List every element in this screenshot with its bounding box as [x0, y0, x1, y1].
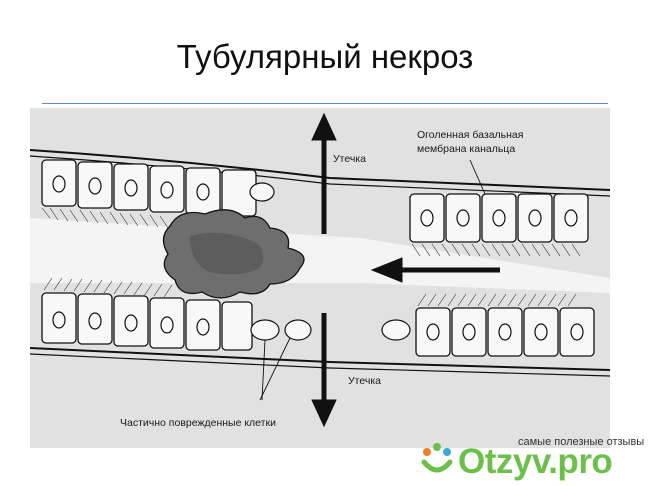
label-membrane-line2: мембрана канальца [417, 143, 515, 155]
watermark-brand: Otzyv.pro [458, 442, 613, 481]
label-membrane-line1: Оголенная базальная [417, 129, 523, 141]
upper-right-cells [409, 193, 589, 243]
upper-left-cells [41, 159, 257, 217]
otzyv-watermark[interactable]: самые полезные отзывы Otzyv.pro [418, 436, 650, 486]
brush-border-upper-right [411, 243, 581, 257]
brush-border-lower-left [43, 277, 173, 298]
brush-border-lower-right [417, 293, 577, 307]
lower-right-nuclei [426, 323, 584, 341]
basement-membrane-bottom [30, 347, 610, 377]
otzyv-logo-icon [421, 443, 453, 473]
detached-cells [249, 182, 411, 341]
leader-lines [259, 159, 486, 401]
upper-right-nuclei [420, 209, 578, 227]
label-damaged-cells: Частично поврежденные клетки [120, 417, 276, 429]
brush-border-upper-left [41, 207, 169, 229]
label-leak-bottom: Утечка [348, 375, 381, 387]
slide-title: Тубулярный некроз [176, 38, 474, 75]
tubular-necrosis-diagram: Утечка Оголенная базальная мембрана кана… [30, 108, 610, 448]
lower-right-cells [415, 307, 595, 357]
title-divider [42, 103, 608, 104]
arrow-leak-down [311, 313, 337, 428]
lower-left-cells [41, 292, 253, 351]
arrow-leak-up [311, 112, 337, 234]
lower-left-nuclei [52, 311, 210, 336]
label-leak-top: Утечка [333, 153, 366, 165]
upper-left-nuclei [52, 175, 210, 201]
watermark-tagline: самые полезные отзывы [518, 436, 645, 448]
arrow-flow-left [370, 257, 500, 283]
